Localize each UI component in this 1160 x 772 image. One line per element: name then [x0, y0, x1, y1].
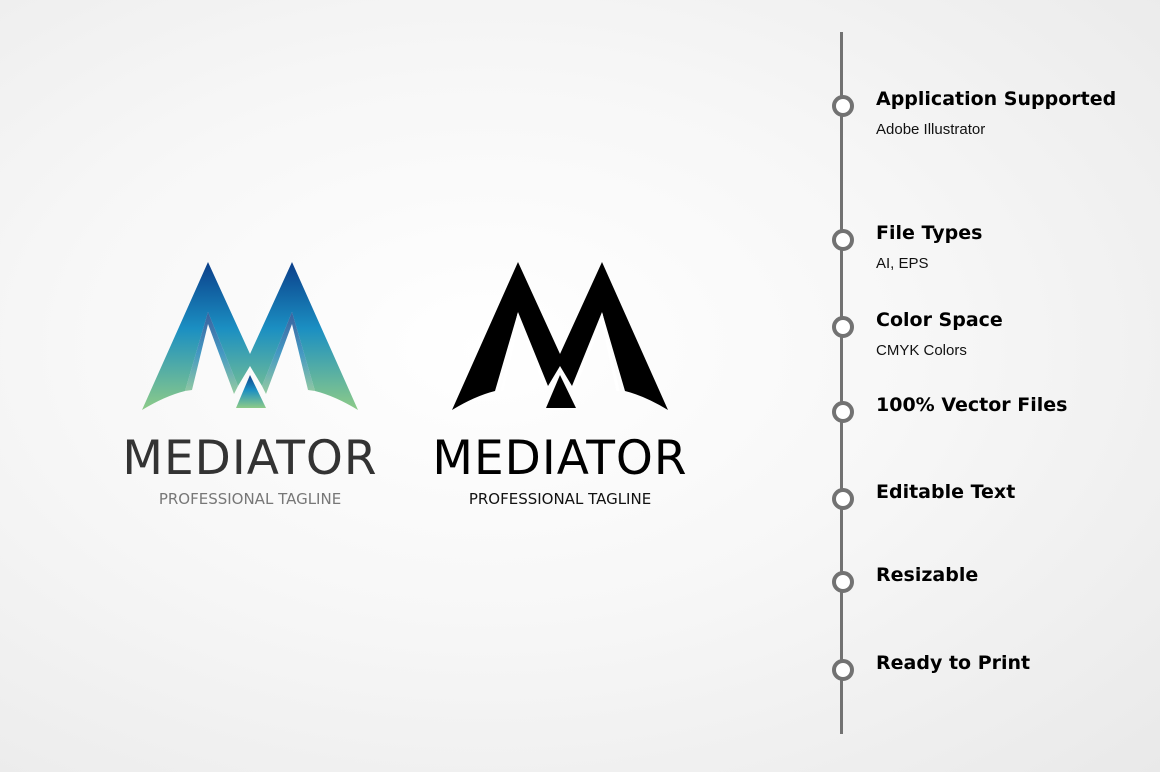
feature-title: Application Supported — [876, 88, 1117, 110]
feature-subtitle: CMYK Colors — [876, 342, 967, 359]
timeline-dot-icon — [832, 659, 854, 681]
feature-title: File Types — [876, 222, 983, 244]
timeline-dot-icon — [832, 229, 854, 251]
feature-title: 100% Vector Files — [876, 394, 1068, 416]
feature-title: Resizable — [876, 564, 979, 586]
logo-black: MEDIATOR PROFESSIONAL TAGLINE — [420, 258, 700, 508]
timeline-line — [840, 32, 843, 734]
m-logo-mark-gradient — [142, 262, 358, 410]
m-logo-mark-black — [452, 262, 668, 410]
brand-tagline: PROFESSIONAL TAGLINE — [468, 490, 652, 508]
brand-tagline: PROFESSIONAL TAGLINE — [158, 490, 342, 508]
feature-title: Editable Text — [876, 481, 1016, 503]
feature-title: Ready to Print — [876, 652, 1031, 674]
feature-title: Color Space — [876, 309, 1003, 331]
feature-subtitle: Adobe Illustrator — [876, 121, 986, 138]
logo-color: MEDIATOR PROFESSIONAL TAGLINE — [110, 258, 390, 508]
timeline-dot-icon — [832, 401, 854, 423]
timeline-dot-icon — [832, 316, 854, 338]
brand-name: MEDIATOR — [432, 431, 688, 486]
timeline-dot-icon — [832, 571, 854, 593]
feature-subtitle: AI, EPS — [876, 255, 929, 272]
timeline-dot-icon — [832, 488, 854, 510]
brand-name: MEDIATOR — [122, 431, 378, 486]
timeline-dot-icon — [832, 95, 854, 117]
